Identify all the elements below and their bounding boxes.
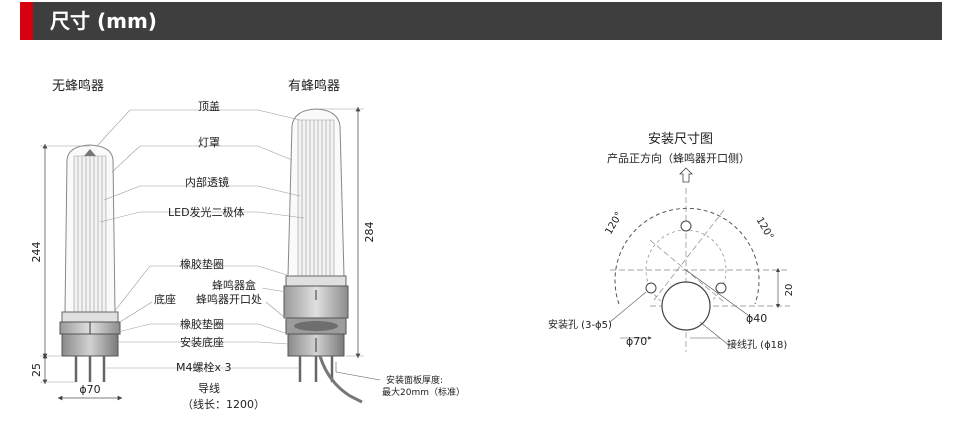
label-base: 底座 bbox=[154, 292, 176, 306]
lamp-with-buzzer: 有蜂鸣器 284 bbox=[283, 78, 381, 404]
angle-right-label: 120° bbox=[754, 216, 776, 242]
label-led: LED发光二极体 bbox=[168, 205, 245, 219]
label-rubber-gasket-bottom: 橡胶垫圈 bbox=[180, 317, 224, 331]
angle-left-label: 120° bbox=[604, 210, 626, 236]
label-panel-thickness-2: 最大20mm（标准） bbox=[382, 386, 465, 398]
section-header: 尺寸 (mm) bbox=[20, 2, 942, 40]
label-rubber-gasket-top: 橡胶垫圈 bbox=[180, 257, 224, 271]
label-buzzer-box: 蜂鸣器盒 bbox=[212, 278, 256, 292]
label-lamp-cover: 灯罩 bbox=[198, 136, 220, 149]
section-title: 尺寸 (mm) bbox=[50, 9, 157, 33]
label-mount-base: 安装底座 bbox=[180, 335, 224, 349]
right-height-label: 284 bbox=[363, 222, 376, 243]
label-inner-lens: 内部透镜 bbox=[185, 175, 229, 189]
mount-front-label: 产品正方向（蜂鸣器开口侧） bbox=[607, 151, 750, 165]
label-panel-thickness-1: 安装面板厚度: bbox=[386, 374, 443, 386]
left-unit-title: 无蜂鸣器 bbox=[52, 78, 104, 94]
label-top-cap: 顶盖 bbox=[198, 99, 220, 113]
hole-label: 安装孔 (3-ϕ5) bbox=[548, 318, 612, 331]
left-width-label: ϕ70 bbox=[79, 383, 100, 396]
label-wire-length: （线长：1200） bbox=[182, 397, 265, 411]
lamp-without-buzzer: 无蜂鸣器 244 25 ϕ70 bbox=[30, 78, 123, 401]
header-accent bbox=[20, 2, 33, 40]
right-unit-title: 有蜂鸣器 bbox=[288, 78, 340, 94]
left-bottom-label: 25 bbox=[30, 363, 43, 377]
callout-labels bbox=[96, 109, 305, 369]
front-arrow-icon bbox=[679, 167, 693, 183]
wire-hole-label: 接线孔 (ϕ18) bbox=[727, 338, 787, 351]
dim-40-label: ϕ40 bbox=[746, 312, 767, 325]
dia-70-label: ϕ70 bbox=[626, 335, 647, 348]
mount-title: 安装尺寸图 bbox=[648, 132, 713, 147]
left-height-label: 244 bbox=[30, 242, 43, 263]
dim-20-label: 20 bbox=[784, 284, 795, 297]
label-bolt: M4螺栓x 3 bbox=[176, 360, 232, 374]
callout-text: 顶盖 灯罩 内部透镜 LED发光二极体 橡胶垫圈 蜂鸣器盒 底座 蜂鸣器开口处 … bbox=[154, 99, 465, 411]
label-buzzer-opening: 蜂鸣器开口处 bbox=[196, 292, 262, 306]
mounting-diagram: 安装尺寸图 产品正方向（蜂鸣器开口侧） 20 120° 120° ϕ40 安装孔… bbox=[548, 132, 795, 352]
label-wire: 导线 bbox=[198, 381, 220, 395]
